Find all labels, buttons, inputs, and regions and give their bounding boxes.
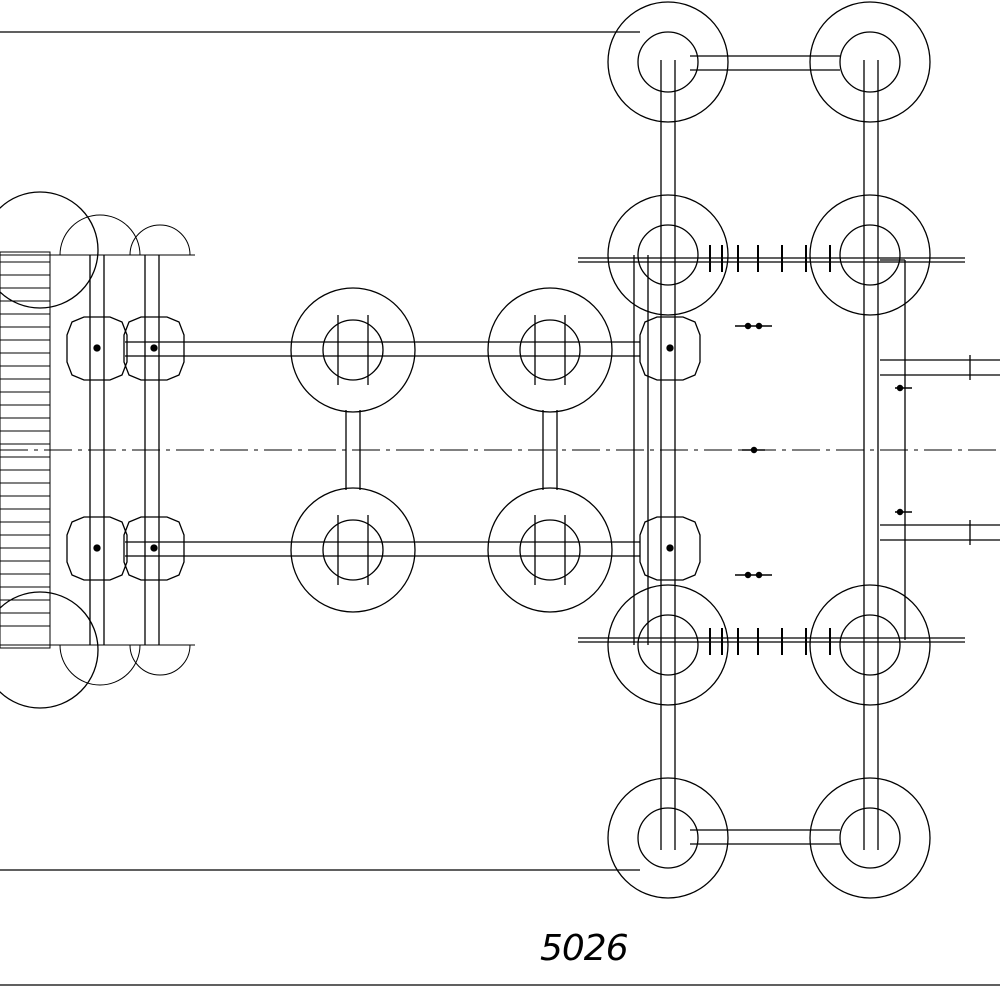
left-lower-wheel [0, 591, 99, 709]
middle-wheels [290, 287, 613, 613]
left-fin-stack [0, 214, 195, 686]
outline-frame [0, 31, 1000, 986]
right-hub-assembly [633, 255, 701, 645]
right-bogie-rails [578, 60, 1000, 850]
left-upper-wheel [0, 191, 99, 309]
bolt-marks [735, 322, 912, 579]
dimension-label: 5026 [540, 928, 629, 969]
right-bogie-wheels [607, 1, 931, 899]
left-hub-assembly [66, 255, 185, 645]
crossbar-fittings [709, 245, 831, 655]
